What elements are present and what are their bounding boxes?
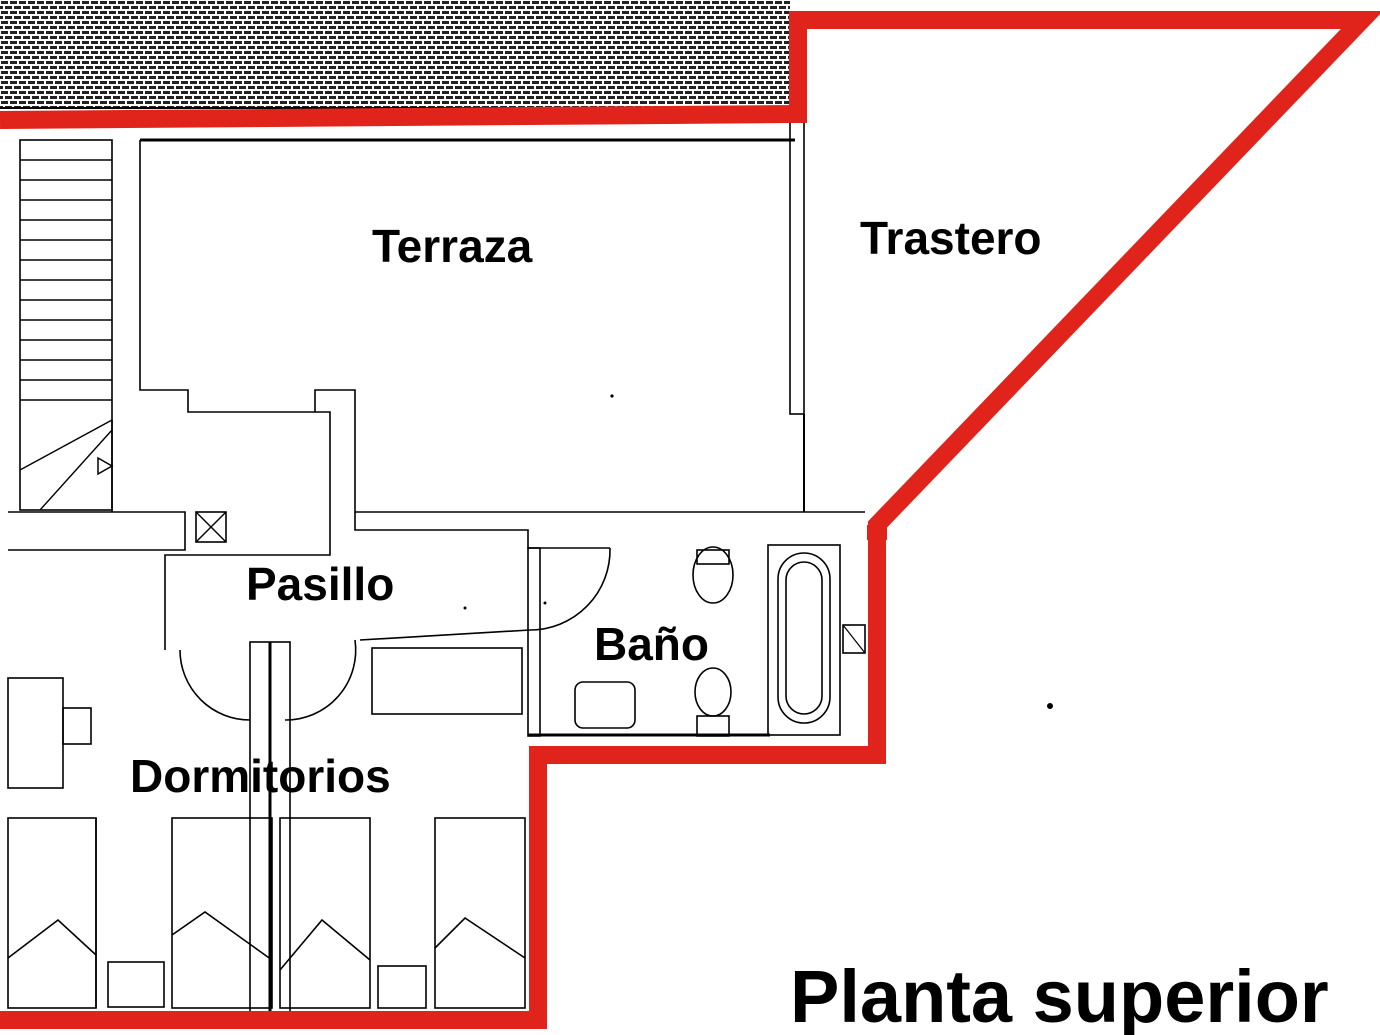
bedroom-furniture	[7, 641, 526, 1013]
plan-marker-dot	[1047, 703, 1053, 709]
room-label-dormitorios: Dormitorios	[130, 750, 391, 802]
room-label-bano: Baño	[594, 618, 709, 670]
staircase	[19, 139, 114, 511]
property-outline	[0, 11, 1380, 1029]
room-label-pasillo: Pasillo	[246, 558, 394, 610]
terraza-walls	[139, 121, 865, 513]
room-label-trastero: Trastero	[860, 212, 1042, 264]
bathroom-fixtures	[527, 544, 866, 737]
roof-tiles	[0, 0, 790, 108]
pasillo-walls	[8, 411, 611, 721]
room-label-terraza: Terraza	[372, 220, 533, 272]
plan-title: Planta superior	[790, 955, 1329, 1035]
